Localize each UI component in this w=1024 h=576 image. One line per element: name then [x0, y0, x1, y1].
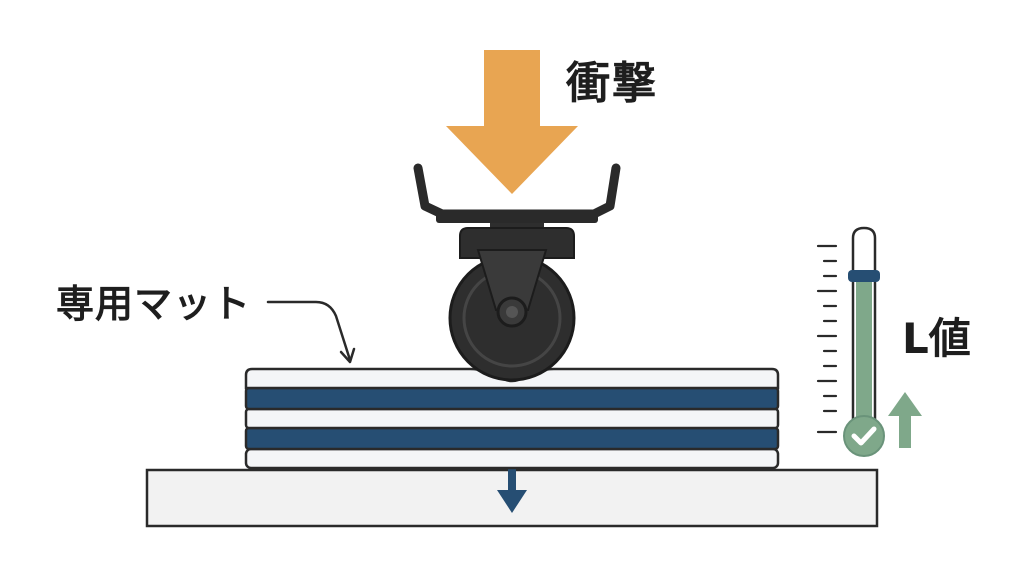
mat-label: 専用マット	[56, 282, 252, 326]
gauge-fill	[856, 280, 872, 426]
mat-stripe-lower	[244, 426, 780, 451]
special-mat	[244, 367, 780, 470]
impact-down-arrow-icon	[446, 50, 578, 194]
l-value-label: L値	[902, 314, 971, 363]
gauge-marker	[848, 270, 880, 282]
transmission-down-arrow-icon	[497, 458, 527, 513]
caster-wheel	[413, 163, 621, 382]
l-value-gauge	[816, 226, 885, 457]
mat-stripe-upper	[244, 386, 780, 411]
mat-layer-bottom	[244, 447, 780, 470]
mat-leader-line	[266, 300, 352, 362]
check-circle-icon	[843, 415, 885, 457]
impact-label: 衝撃	[566, 58, 658, 109]
improvement-up-arrow-icon	[888, 392, 922, 448]
mat-layer-middle	[244, 407, 780, 430]
